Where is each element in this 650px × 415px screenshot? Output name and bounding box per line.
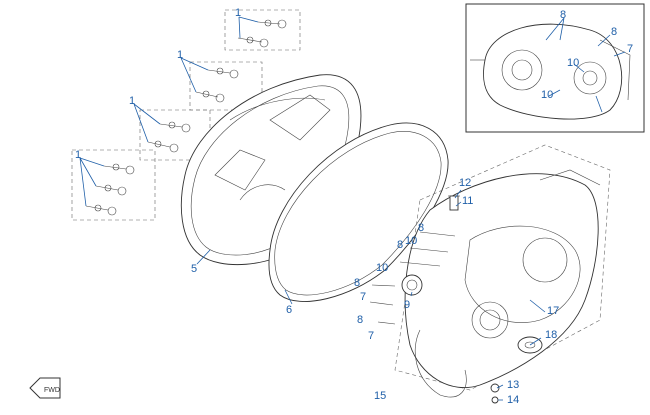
callout-14: 14 bbox=[507, 394, 519, 406]
callout-8: 8 bbox=[354, 277, 360, 289]
callout-8: 8 bbox=[560, 9, 566, 21]
callout-10: 10 bbox=[376, 262, 388, 274]
bolt-washer-set bbox=[195, 67, 239, 103]
callout-1: 1 bbox=[235, 7, 241, 19]
callout-10: 10 bbox=[405, 235, 417, 247]
fwd-label: FWD bbox=[44, 387, 60, 394]
callout-13: 13 bbox=[507, 379, 519, 391]
bolt-washer-set bbox=[147, 121, 191, 153]
plug bbox=[448, 195, 460, 211]
inset-detail bbox=[465, 3, 645, 133]
callout-8: 8 bbox=[611, 26, 617, 38]
bolt-washer-set bbox=[237, 19, 287, 48]
callout-17: 17 bbox=[547, 305, 559, 317]
callout-1: 1 bbox=[129, 95, 135, 107]
inner-cover bbox=[394, 144, 611, 398]
callout-7: 7 bbox=[368, 330, 374, 342]
inner-bolts bbox=[369, 231, 456, 325]
callout-8: 8 bbox=[357, 314, 363, 326]
callout-7: 7 bbox=[627, 43, 633, 55]
callout-18: 18 bbox=[545, 329, 557, 341]
callout-9: 9 bbox=[404, 299, 410, 311]
leader-lines bbox=[79, 16, 626, 401]
callout-15: 15 bbox=[374, 390, 386, 402]
callout-7: 7 bbox=[360, 291, 366, 303]
callout-10: 10 bbox=[541, 89, 553, 101]
drain-bolt bbox=[490, 383, 500, 404]
callout-10: 10 bbox=[567, 57, 579, 69]
seal-ring bbox=[401, 274, 423, 296]
callout-12: 12 bbox=[459, 177, 471, 189]
callout-8: 8 bbox=[397, 239, 403, 251]
callout-6: 6 bbox=[286, 304, 292, 316]
fwd-arrow: FWD bbox=[29, 377, 61, 399]
bolt-washer-set bbox=[85, 163, 135, 216]
callout-5: 5 bbox=[191, 263, 197, 275]
callout-1: 1 bbox=[75, 149, 81, 161]
callout-11: 11 bbox=[462, 195, 473, 207]
callout-8: 8 bbox=[418, 222, 424, 234]
callout-labels: 1 1 1 1 5 6 12 11 8 10 8 10 8 7 9 8 7 17… bbox=[75, 7, 633, 406]
callout-1: 1 bbox=[177, 49, 183, 61]
